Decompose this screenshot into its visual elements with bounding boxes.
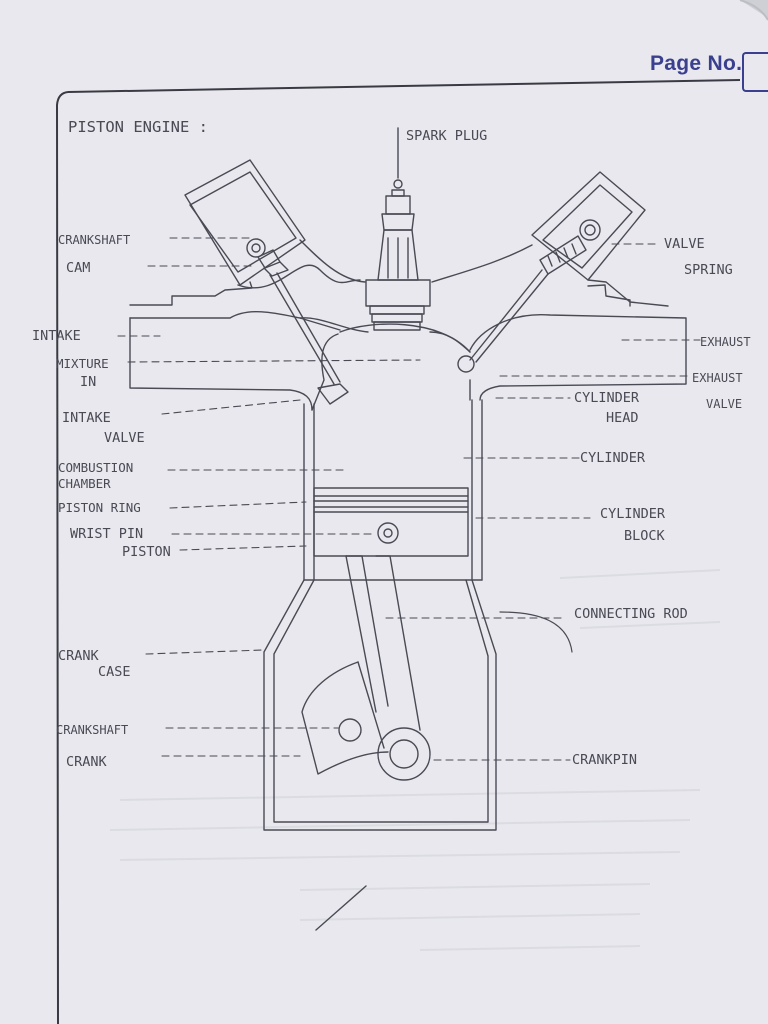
label-crankshaft-bottom: CRANKSHAFT — [56, 723, 128, 737]
right-valve-housing — [431, 171, 669, 363]
page-number-label: Page No. — [650, 52, 743, 75]
spark-plug-drawing — [365, 127, 431, 331]
crank-case — [263, 579, 497, 831]
label-crankshaft-top: CRANKSHAFT — [58, 233, 130, 247]
label-intake: INTAKE — [32, 328, 81, 344]
label-cylinder-block-2: BLOCK — [624, 528, 666, 544]
label-valve: VALVE — [664, 236, 705, 252]
label-cylinder: CYLINDER — [580, 450, 646, 466]
page-number-box — [742, 52, 768, 92]
label-connecting-rod: CONNECTING ROD — [574, 606, 688, 622]
left-cam-housing — [184, 159, 366, 385]
label-crank-case-1: CRANK — [58, 648, 100, 664]
label-crank: CRANK — [66, 754, 108, 770]
label-cam: CAM — [66, 260, 90, 276]
label-spark-plug: SPARK PLUG — [406, 128, 487, 144]
label-cylinder-head-1: CYLINDER — [574, 390, 640, 406]
exhaust-port — [429, 314, 687, 401]
label-cylinder-head-2: HEAD — [606, 410, 639, 426]
intake-port — [129, 311, 369, 411]
label-exhaust-valve-1: EXHAUST — [692, 371, 743, 385]
label-exhaust-valve-2: VALVE — [706, 397, 742, 411]
label-combustion-2: CHAMBER — [58, 476, 111, 491]
label-intake-valve-1: INTAKE — [62, 410, 111, 426]
label-crank-case-2: CASE — [98, 664, 131, 680]
label-cylinder-block-1: CYLINDER — [600, 506, 666, 522]
label-mixture: MIXTURE — [56, 356, 109, 371]
label-exhaust: EXHAUST — [700, 335, 751, 349]
connecting-rod — [345, 555, 421, 731]
label-intake-valve-2: VALVE — [104, 430, 145, 446]
label-crankpin: CRANKPIN — [572, 752, 637, 768]
label-wrist-pin: WRIST PIN — [70, 526, 143, 542]
diagram-title: PISTON ENGINE : — [68, 118, 208, 136]
label-spring: SPRING — [684, 262, 733, 278]
label-in: IN — [80, 374, 96, 390]
cylinder-walls — [303, 399, 483, 581]
label-combustion-1: COMBUSTION — [58, 460, 133, 475]
crank-web — [301, 661, 431, 781]
piston-drawing — [313, 487, 469, 557]
label-piston: PISTON — [122, 544, 171, 560]
label-piston-ring: PISTON RING — [58, 500, 141, 515]
